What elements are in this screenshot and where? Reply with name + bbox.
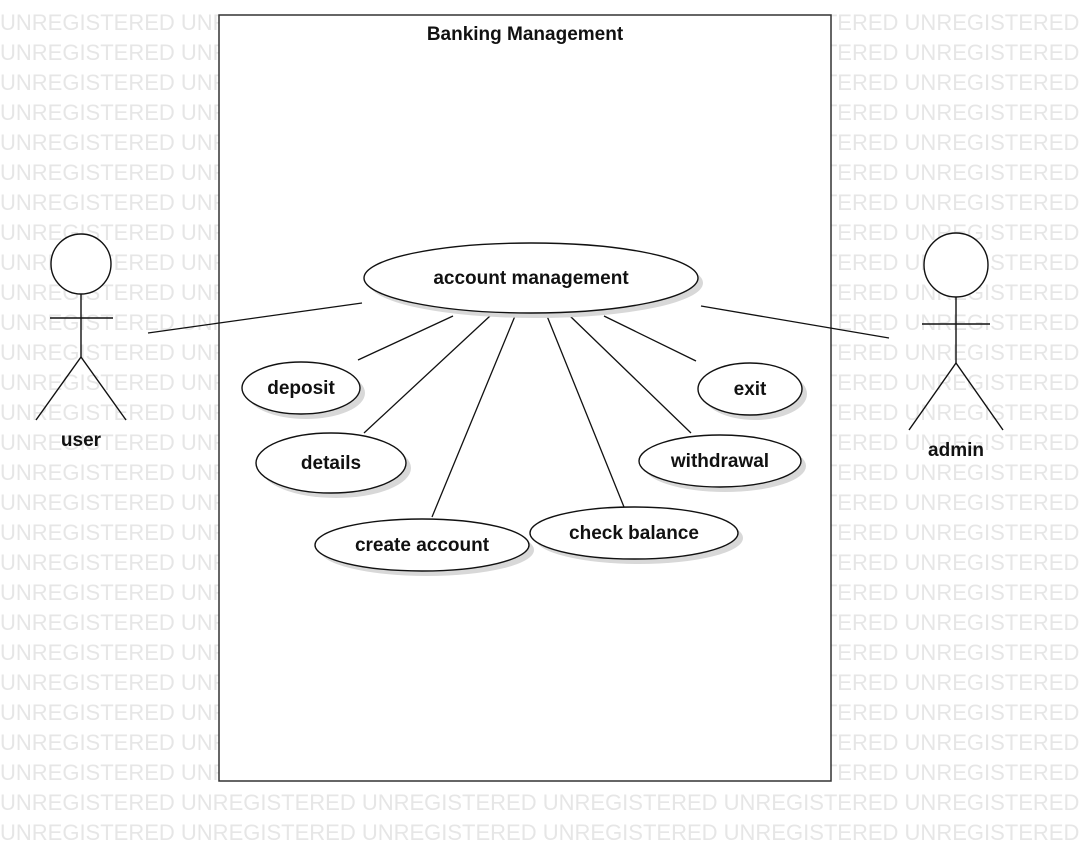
association-admin-account-management[interactable] [700, 305, 890, 339]
actor-left-leg [908, 362, 957, 431]
system-title: Banking Management [427, 24, 624, 45]
include-deposit[interactable] [357, 315, 454, 361]
use-case-label: deposit [267, 378, 335, 399]
use-case-label: exit [734, 379, 767, 400]
use-case-create-account[interactable]: create account [314, 518, 534, 576]
actor-user[interactable]: user [35, 233, 127, 451]
actor-right-leg [955, 362, 1004, 431]
actor-head [923, 232, 989, 298]
actor-right-leg [80, 356, 127, 421]
use-case-withdrawal[interactable]: withdrawal [638, 434, 806, 492]
actor-label-user: user [61, 430, 102, 451]
use-case-check-balance[interactable]: check balance [529, 506, 743, 564]
include-check-balance[interactable] [546, 315, 625, 508]
actor-admin[interactable]: admin [908, 232, 1004, 461]
include-withdrawal[interactable] [569, 315, 692, 434]
use-case-account-management[interactable]: account management [363, 242, 703, 318]
use-case-label: account management [433, 268, 629, 289]
watermark-row: UNREGISTERED UNREGISTERED UNREGISTERED U… [0, 820, 1081, 841]
use-case-exit[interactable]: exit [697, 362, 807, 420]
use-case-label: details [301, 453, 361, 474]
association-user-account-management[interactable] [147, 302, 363, 334]
associations [147, 302, 890, 518]
use-case-deposit[interactable]: deposit [241, 361, 365, 419]
actor-head [50, 233, 112, 295]
use-case-label: check balance [569, 523, 699, 544]
include-create-account[interactable] [431, 315, 516, 518]
watermark-row: UNREGISTERED UNREGISTERED UNREGISTERED U… [0, 790, 1081, 815]
use-case-label: create account [355, 535, 490, 556]
use-case-label: withdrawal [670, 451, 769, 472]
include-exit[interactable] [603, 315, 697, 362]
use-case-details[interactable]: details [255, 432, 411, 498]
actor-left-leg [35, 356, 82, 421]
actor-label-admin: admin [928, 440, 984, 461]
include-details[interactable] [363, 315, 491, 434]
